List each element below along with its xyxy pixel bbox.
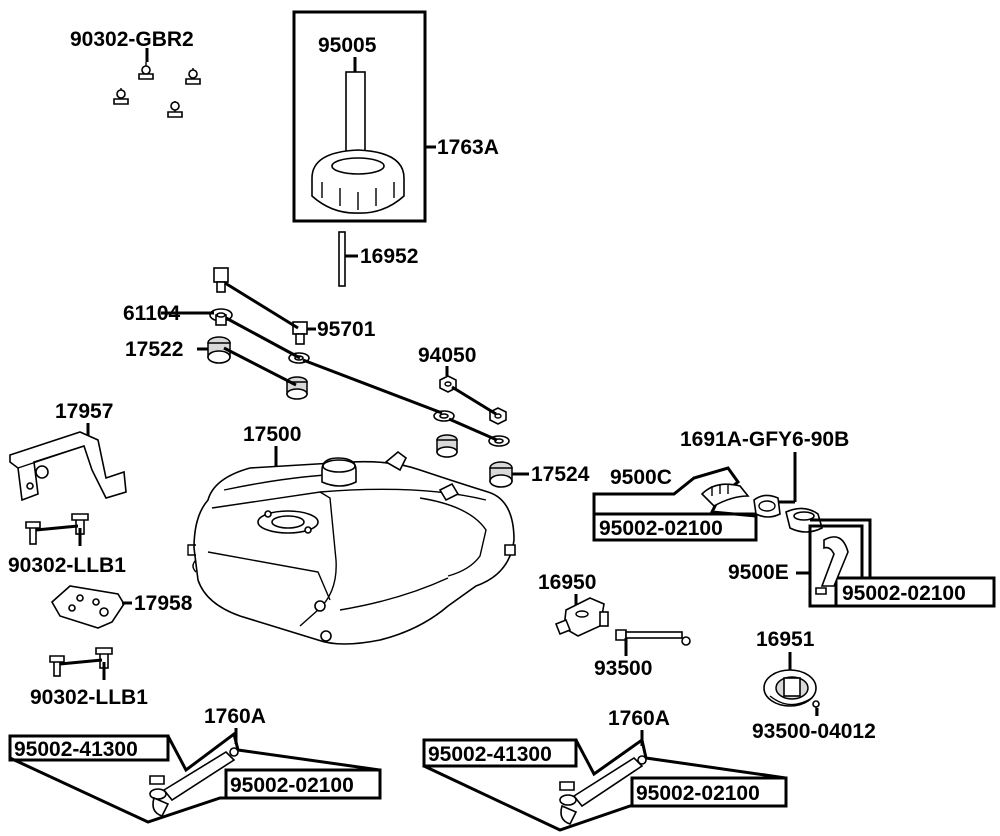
label-fuel-tank: 17500 xyxy=(243,423,301,446)
plate-icon xyxy=(50,585,125,629)
grommet-icon xyxy=(436,434,458,458)
bolt-icon xyxy=(213,267,229,293)
fuel-tank-icon xyxy=(187,450,516,645)
label-grommet-right: 17524 xyxy=(531,463,590,486)
pin-group: 16952 xyxy=(338,231,418,287)
mounting-hardware-center: 95701 xyxy=(286,318,376,400)
label-plate: 17958 xyxy=(134,592,193,615)
hose-icon xyxy=(149,747,239,817)
sender-group: 16951 93500-04012 xyxy=(752,628,876,743)
washer-icon xyxy=(209,308,233,326)
clip-big-right-box xyxy=(422,738,578,768)
hose-icon xyxy=(559,755,647,825)
bolt-group-left-2: 90302-LLB1 xyxy=(30,647,148,709)
label-pin: 16952 xyxy=(360,245,418,268)
label-sender: 16951 xyxy=(756,628,815,651)
linkage-lines xyxy=(223,281,498,442)
label-clip-e: 95002-02100 xyxy=(842,582,966,605)
label-hose-c: 9500C xyxy=(610,466,672,489)
label-clip-big-left: 95002-41300 xyxy=(14,738,138,761)
label-cock-screw: 93500 xyxy=(594,657,652,680)
bracket-icon xyxy=(9,431,127,502)
fuel-cap-group: 95005 1763A xyxy=(292,10,499,223)
fuel-cock-icon xyxy=(554,597,609,637)
label-hose-right: 1760A xyxy=(608,707,670,730)
label-bolt-left-2: 90302-LLB1 xyxy=(30,686,148,709)
fuel-sender-icon xyxy=(763,669,817,707)
label-washer: 61104 xyxy=(123,302,181,325)
clip-big-left-box xyxy=(8,734,170,762)
mounting-hardware-right: 94050 17524 xyxy=(418,344,590,488)
label-screw-top: 90302-GBR2 xyxy=(70,28,194,51)
label-cock: 16950 xyxy=(538,571,596,594)
screw-icon xyxy=(138,62,154,80)
hose-kit-left: 1760A 95002-41300 95002-02100 xyxy=(8,705,382,824)
screw-icon xyxy=(113,88,129,105)
clip-small-left-box xyxy=(224,768,382,800)
grommet-icon xyxy=(489,461,513,488)
mounting-hardware-left: 61104 17522 xyxy=(123,267,233,364)
hose-assy-group: 1691A-GFY6-90B 9500C 95002-02100 xyxy=(592,428,849,542)
label-clip-c: 95002-02100 xyxy=(599,517,723,540)
label-clip-small-right: 95002-02100 xyxy=(636,782,760,805)
fuel-tank-group: 17500 xyxy=(187,423,516,645)
bracket-group: 17957 xyxy=(9,400,127,502)
fuel-cap-icon xyxy=(311,71,405,214)
bolt-group-left-1: 90302-LLB1 xyxy=(8,513,126,577)
label-grommet-left: 17522 xyxy=(125,338,183,361)
label-hose-assy: 1691A-GFY6-90B xyxy=(680,428,849,451)
hose-kit-right: 1760A 95002-41300 95002-02100 xyxy=(422,707,788,832)
label-sender-screw: 93500-04012 xyxy=(752,720,876,743)
label-fuel-cap: 1763A xyxy=(437,136,499,159)
screw-icon xyxy=(167,101,183,118)
clip-c-box xyxy=(592,512,758,542)
screw-icon xyxy=(185,68,201,85)
label-bracket: 17957 xyxy=(55,400,113,423)
label-clip-small-left: 95002-02100 xyxy=(230,774,354,797)
label-clip-big-right: 95002-41300 xyxy=(428,743,552,766)
screw-icon xyxy=(615,629,691,646)
plate-group: 17958 xyxy=(50,585,193,629)
label-hose-e: 9500E xyxy=(728,561,789,584)
fuel-cock-group: 16950 93500 xyxy=(538,571,691,680)
bolt-icon xyxy=(49,655,65,677)
leader-line xyxy=(59,658,103,666)
bolt-icon xyxy=(25,521,41,545)
label-fuel-cap-inner: 95005 xyxy=(318,34,377,57)
label-nut: 94050 xyxy=(418,344,476,367)
screw-group-top: 90302-GBR2 xyxy=(70,28,201,118)
pin-icon xyxy=(338,231,346,287)
leader-line xyxy=(35,524,79,532)
hose-e-outline-2 xyxy=(810,518,872,578)
hose-icon xyxy=(700,483,750,507)
hose-icon xyxy=(815,536,849,595)
label-hose-left: 1760A xyxy=(204,705,266,728)
label-bolt: 95701 xyxy=(317,318,376,341)
hose-e-group: 95002-02100 9500E xyxy=(728,518,996,608)
fuel-cap-box xyxy=(292,10,427,223)
grommet-icon xyxy=(286,376,308,400)
washer-icon xyxy=(433,410,455,422)
filter-icon xyxy=(753,494,781,518)
clip-small-right-box xyxy=(630,776,788,808)
clip-e-box xyxy=(834,576,996,608)
label-bolt-left: 90302-LLB1 xyxy=(8,554,126,577)
